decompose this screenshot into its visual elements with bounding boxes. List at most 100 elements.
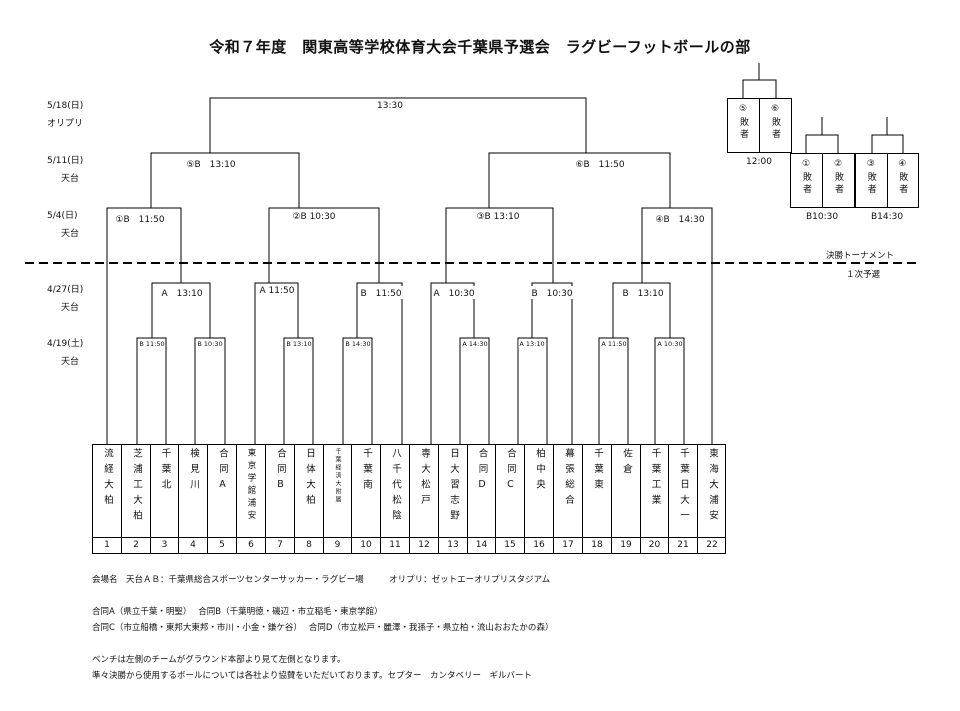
round-venue: オリプリ <box>47 119 84 129</box>
round-venue: 天台 <box>61 357 80 367</box>
round-final-label: 5/18(日) オリプリ <box>47 100 83 130</box>
team-number: 18 <box>582 537 611 554</box>
team-cell: 千葉経済大附属 <box>323 444 351 537</box>
team-name: 佐倉 <box>621 448 632 479</box>
round-date: 4/27(日) <box>47 285 84 295</box>
bracket-line <box>194 337 226 444</box>
consolation-slot-label: ④敗者 <box>897 159 908 196</box>
match-label-r1: A 11:50 <box>600 340 628 348</box>
team-number: 7 <box>265 537 294 554</box>
team-name: 千葉日大一 <box>678 448 689 526</box>
consolation-slot-label: ③敗者 <box>865 159 876 196</box>
first-round-label: １次予選 <box>846 270 881 280</box>
team-name: 流経大柏 <box>102 448 113 510</box>
match-label-r1: B 11:50 <box>138 340 166 348</box>
team-cell: 合同D <box>467 444 495 537</box>
team-cell: 日体大柏 <box>294 444 323 537</box>
match-label-qf: ①B 11:50 <box>114 212 166 225</box>
match-label-r1: B 14:30 <box>344 340 372 348</box>
team-number: 5 <box>207 537 236 554</box>
team-cell: 合同B <box>265 444 294 537</box>
team-number: 16 <box>524 537 553 554</box>
bracket-line <box>805 117 839 153</box>
round-venue: 天台 <box>61 303 80 313</box>
match-label-r2: B 11:50 <box>359 286 403 299</box>
match-label-r2: B 13:10 <box>621 286 665 299</box>
joint-team-note: 合同C（市立船橋・東邦大東邦・市川・小金・鎌ケ谷） 合同D（市立松戸・麗澤・我孫… <box>92 623 554 633</box>
team-name: 合同A <box>217 448 228 496</box>
bracket-line <box>654 337 685 444</box>
team-cell: 千葉北 <box>150 444 178 537</box>
bracket-line <box>598 337 629 444</box>
team-name: 検見川 <box>188 448 199 495</box>
team-name: 合同D <box>476 448 488 496</box>
match-label-final: 13:30 <box>376 101 404 111</box>
team-number: 4 <box>178 537 207 554</box>
bracket-line <box>488 152 671 208</box>
match-label-r2: A 10:30 <box>432 286 476 299</box>
team-number: 20 <box>640 537 668 554</box>
match-label-qf: ②B 10:30 <box>291 212 337 222</box>
round-date: 5/18(日) <box>47 101 84 111</box>
team-cell: 合同C <box>495 444 524 537</box>
round-semi-label: 5/11(日) 天台 <box>47 155 83 185</box>
bracket-line <box>342 337 373 444</box>
team-cell: 幕張総合 <box>553 444 582 537</box>
team-cell: 千葉日大一 <box>668 444 697 537</box>
consolation-slot: ①敗者 <box>791 154 822 207</box>
team-name: 芝浦工大柏 <box>131 448 142 526</box>
team-name: 合同B <box>275 448 286 496</box>
team-number: 13 <box>438 537 467 554</box>
team-cell: 佐倉 <box>611 444 640 537</box>
bracket-line <box>641 207 713 444</box>
team-number: 1 <box>92 537 121 554</box>
team-number: 8 <box>294 537 323 554</box>
consolation-slot: ②敗者 <box>822 154 854 207</box>
team-number: 17 <box>553 537 582 554</box>
bracket-line <box>430 282 475 444</box>
match-label-r1: A 13:10 <box>518 340 546 348</box>
team-cell: 検見川 <box>178 444 207 537</box>
team-name: 千葉工業 <box>649 448 661 510</box>
team-table-divider <box>92 537 726 538</box>
team-cell: 千葉工業 <box>640 444 668 537</box>
team-number: 10 <box>351 537 380 554</box>
team-name: 東海大浦安 <box>707 448 718 526</box>
bracket-line <box>742 63 777 98</box>
team-name: 合同C <box>505 448 516 496</box>
consolation-slot: ⑤敗者 <box>728 99 759 152</box>
team-number: 9 <box>323 537 351 554</box>
team-name: 柏中央 <box>534 448 545 495</box>
team-cell: 日大習志野 <box>438 444 467 537</box>
team-cell: 八千代松陰 <box>380 444 409 537</box>
team-cell: 流経大柏 <box>92 444 121 537</box>
round-date: 5/11(日) <box>47 156 84 166</box>
round-venue: 天台 <box>61 174 80 184</box>
match-label-qf: ③B 13:10 <box>475 212 521 222</box>
match-label-r1: A 14:30 <box>461 340 489 348</box>
team-number: 15 <box>495 537 524 554</box>
team-number: 6 <box>236 537 265 554</box>
team-name: 専大松戸 <box>419 448 430 510</box>
bracket-line <box>871 117 904 153</box>
match-label-semi: ⑥B 11:50 <box>574 157 626 170</box>
team-name: 日大習志野 <box>448 448 459 526</box>
bracket-line <box>106 207 182 444</box>
bracket-line <box>517 337 548 444</box>
team-number: 11 <box>380 537 409 554</box>
team-cell: 合同A <box>207 444 236 537</box>
team-name: 千葉北 <box>159 448 171 495</box>
team-number: 3 <box>150 537 178 554</box>
round-date: 5/4(日) <box>47 211 78 221</box>
bracket-line <box>254 282 299 444</box>
match-label-r2: A 13:10 <box>160 286 204 299</box>
match-label-r2: A 11:50 <box>258 286 296 296</box>
bracket-line <box>356 282 403 444</box>
consolation-slot: ④敗者 <box>886 154 919 207</box>
team-name: 千葉南 <box>361 448 372 495</box>
team-cell: 東海大浦安 <box>697 444 726 537</box>
bracket-line <box>531 282 573 444</box>
consolation-time: B14:30 <box>870 212 904 222</box>
match-label-qf: ④B 14:30 <box>654 212 706 225</box>
